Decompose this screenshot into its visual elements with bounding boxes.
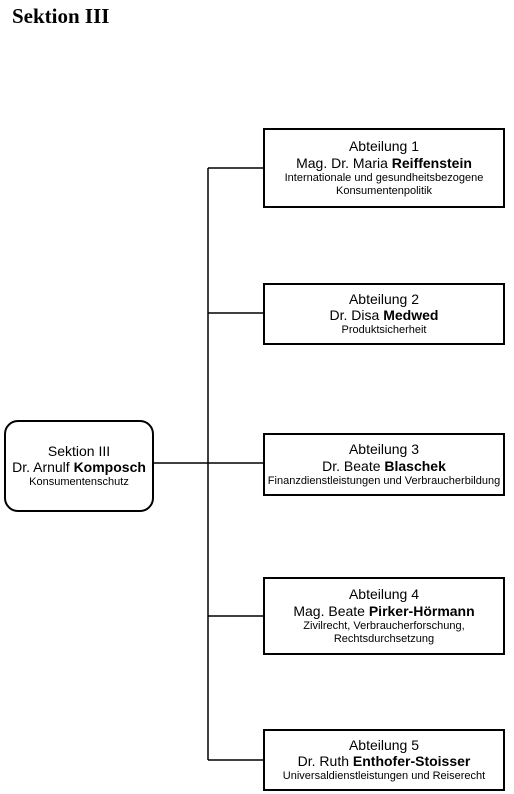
department-head: Mag. Dr. Maria Reiffenstein xyxy=(296,155,472,172)
department-head: Mag. Beate Pirker-Hörmann xyxy=(293,603,474,620)
root-box-sektion-iii: Sektion III Dr. Arnulf Komposch Konsumen… xyxy=(4,420,154,512)
department-box-4: Abteilung 4 Mag. Beate Pirker-Hörmann Zi… xyxy=(263,577,505,655)
department-label: Abteilung 2 xyxy=(348,290,420,307)
department-head: Dr. Beate Blaschek xyxy=(322,458,446,475)
department-head-prefix: Dr. Disa xyxy=(329,307,384,324)
department-head-prefix: Mag. Beate xyxy=(293,602,369,619)
page-title: Sektion III xyxy=(12,4,110,28)
department-head-surname: Medwed xyxy=(383,307,439,324)
root-head: Dr. Arnulf Komposch xyxy=(12,459,146,476)
department-description-line: Zivilrecht, Verbraucherforschung, xyxy=(303,619,465,632)
department-box-3: Abteilung 3 Dr. Beate Blaschek Finanzdie… xyxy=(263,433,505,496)
department-head: Dr. Disa Medwed xyxy=(330,307,439,324)
department-description-line: Produktsicherheit xyxy=(341,324,427,337)
department-label: Abteilung 4 xyxy=(348,586,420,603)
root-description: Konsumentenschutz xyxy=(29,476,129,489)
department-head-prefix: Mag. Dr. Maria xyxy=(296,154,392,171)
department-description-line: Universaldienstleistungen und Reiserecht xyxy=(282,770,486,783)
department-box-2: Abteilung 2 Dr. Disa Medwed Produktsiche… xyxy=(263,283,505,345)
department-head-surname: Enthofer-Stoisser xyxy=(352,753,471,770)
department-description-line: Internationale und gesundheitsbezogene xyxy=(284,171,484,184)
department-head-prefix: Dr. Beate xyxy=(322,457,385,474)
department-head-surname: Reiffenstein xyxy=(391,154,472,171)
department-head: Dr. Ruth Enthofer-Stoisser xyxy=(298,753,471,770)
root-label: Sektion III xyxy=(47,442,111,459)
department-label: Abteilung 1 xyxy=(348,138,420,155)
department-head-surname: Pirker-Hörmann xyxy=(368,602,475,619)
department-label: Abteilung 3 xyxy=(348,441,420,458)
department-description-line: Finanzdienstleistungen und Verbraucherbi… xyxy=(267,474,501,487)
department-head-surname: Blaschek xyxy=(384,457,446,474)
department-description-line: Konsumentenpolitik xyxy=(335,184,432,197)
root-head-surname: Komposch xyxy=(73,459,146,476)
root-head-prefix: Dr. Arnulf xyxy=(12,459,74,476)
department-box-5: Abteilung 5 Dr. Ruth Enthofer-Stoisser U… xyxy=(263,729,505,791)
department-description-line: Rechtsdurchsetzung xyxy=(333,632,435,645)
department-box-1: Abteilung 1 Mag. Dr. Maria Reiffenstein … xyxy=(263,128,505,208)
department-label: Abteilung 5 xyxy=(348,736,420,753)
department-head-prefix: Dr. Ruth xyxy=(297,753,353,770)
